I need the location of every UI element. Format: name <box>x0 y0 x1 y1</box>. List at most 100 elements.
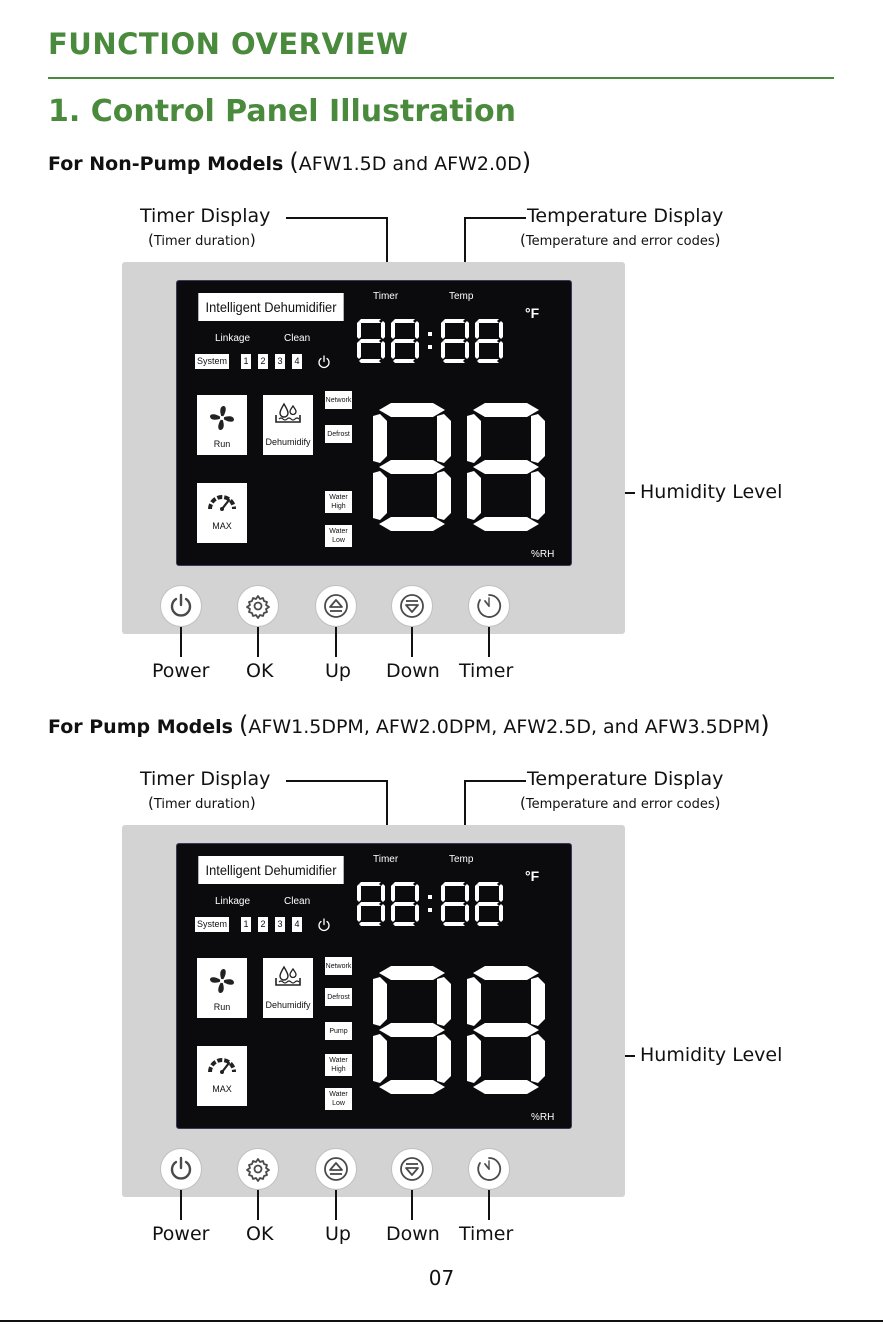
non_pump-lcd-rh: %RH <box>531 549 555 560</box>
non_pump-timer-temp-digits <box>357 319 503 363</box>
page-title: FUNCTION OVERVIEW <box>48 27 409 61</box>
non_pump-temp-display-sub: (Temperature and error codes) <box>520 231 721 249</box>
pump-subhead-models: AFW1.5DPM, AFW2.0DPM, AFW2.5D, and AFW3.… <box>248 716 761 738</box>
pump-timer-leader <box>488 1190 490 1220</box>
non_pump-dehumidify-label: Dehumidify <box>265 437 311 447</box>
pump-indicator-0: Network <box>325 957 352 975</box>
non_pump-humidity-label: Humidity Level <box>640 481 783 503</box>
pump-lcd-num-1: 1 <box>241 917 251 932</box>
non_pump-lcd-fahrenheit: °F <box>525 305 540 321</box>
page-bottom-rule <box>0 1320 883 1322</box>
pump-temp-display-label: Temperature Display <box>527 768 724 790</box>
non_pump-timer-button[interactable] <box>468 585 510 627</box>
non_pump-up-label: Up <box>325 660 351 682</box>
pump-lcd-title: Intelligent Dehumidifier <box>198 856 344 884</box>
non_pump-max-label: MAX <box>212 521 232 531</box>
pump-lcd-num-4: 4 <box>292 917 302 932</box>
non_pump-dehumidify-tile: Dehumidify <box>263 395 313 455</box>
non_pump-power-button[interactable] <box>160 585 202 627</box>
non_pump-humidity-digits <box>373 403 545 531</box>
pump-up-button[interactable] <box>315 1148 357 1190</box>
non_pump-max-tile: MAX <box>197 483 247 543</box>
pump-timer-button[interactable] <box>468 1148 510 1190</box>
pump-lcd-num-3: 3 <box>275 917 285 932</box>
non_pump-temp-leader-h <box>464 217 526 219</box>
pump-down-leader <box>411 1190 413 1220</box>
pump-timer-display-label: Timer Display <box>140 768 271 790</box>
pump-ok-leader <box>257 1190 259 1220</box>
non_pump-power-leader <box>180 627 182 657</box>
pump-power-label: Power <box>152 1223 210 1245</box>
non_pump-up-leader <box>335 627 337 657</box>
pump-run-label: Run <box>213 1002 231 1012</box>
non_pump-indicator-0: Network <box>325 391 352 409</box>
non_pump-lcd-num-1: 1 <box>241 354 251 369</box>
non_pump-lcd-title: Intelligent Dehumidifier <box>198 293 344 321</box>
pump-lcd-rh: %RH <box>531 1112 555 1123</box>
pump-timer-temp-digits <box>357 882 503 926</box>
pump-subhead-title: For Pump Models <box>48 716 233 738</box>
non_pump-ok-button[interactable] <box>237 585 279 627</box>
non_pump-down-label: Down <box>386 660 440 682</box>
pump-subhead: For Pump Models (AFW1.5DPM, AFW2.0DPM, A… <box>48 711 770 739</box>
non_pump-subhead-models: AFW1.5D and AFW2.0D <box>298 153 522 175</box>
non_pump-up-button[interactable] <box>315 585 357 627</box>
pump-down-label: Down <box>386 1223 440 1245</box>
pump-dehumidify-label: Dehumidify <box>265 1000 311 1010</box>
section-title: 1. Control Panel Illustration <box>48 94 516 129</box>
pump-lcd-screen: Intelligent Dehumidifier Timer Temp °F Linka… <box>176 843 572 1129</box>
pump-lcd-temp-label: Temp <box>449 854 474 865</box>
non_pump-ok-leader <box>257 627 259 657</box>
pump-down-button[interactable] <box>391 1148 433 1190</box>
pump-lcd-linkage: Linkage <box>215 896 251 907</box>
pump-lcd-timer-label: Timer <box>373 854 399 865</box>
non_pump-lcd-num-2: 2 <box>258 354 268 369</box>
non_pump-timer-display-sub: (Timer duration) <box>148 231 256 249</box>
non_pump-lcd-temp-label: Temp <box>449 291 474 302</box>
pump-temp-display-sub: (Temperature and error codes) <box>520 794 721 812</box>
non_pump-lcd-num-4: 4 <box>292 354 302 369</box>
pump-dehumidify-tile: Dehumidify <box>263 958 313 1018</box>
pump-timer-leader-h <box>286 780 387 782</box>
pump-timer-label: Timer <box>459 1223 514 1245</box>
non_pump-run-tile: Run <box>197 395 247 455</box>
non_pump-timer-leader-h <box>286 217 387 219</box>
non_pump-timer-leader <box>488 627 490 657</box>
non_pump-subhead-title: For Non-Pump Models <box>48 153 284 175</box>
non_pump-timer-leader-v <box>386 217 388 277</box>
pump-lcd-num-2: 2 <box>258 917 268 932</box>
title-divider <box>48 77 834 79</box>
pump-temp-leader-v <box>464 780 466 840</box>
non_pump-lcd-linkage: Linkage <box>215 333 251 344</box>
non_pump-subhead: For Non-Pump Models (AFW1.5D and AFW2.0D… <box>48 148 532 176</box>
non_pump-timer-label: Timer <box>459 660 514 682</box>
pump-humidity-digits <box>373 966 545 1094</box>
pump-timer-leader-v <box>386 780 388 840</box>
pump-ok-button[interactable] <box>237 1148 279 1190</box>
non_pump-power-label: Power <box>152 660 210 682</box>
pump-timer-display-sub: (Timer duration) <box>148 794 256 812</box>
non_pump-ok-label: OK <box>246 660 274 682</box>
pump-lcd-system: System <box>195 917 229 932</box>
pump-temp-leader-h <box>464 780 526 782</box>
pump-lcd-clean: Clean <box>284 896 311 907</box>
non_pump-lcd-num-3: 3 <box>275 354 285 369</box>
pump-up-label: Up <box>325 1223 351 1245</box>
pump-run-tile: Run <box>197 958 247 1018</box>
pump-power-button[interactable] <box>160 1148 202 1190</box>
non_pump-timer-display-label: Timer Display <box>140 205 271 227</box>
pump-humidity-label: Humidity Level <box>640 1044 783 1066</box>
pump-indicator-1: Defrost <box>325 988 352 1006</box>
non_pump-temp-leader-v <box>464 217 466 277</box>
non_pump-run-label: Run <box>213 439 231 449</box>
non_pump-down-button[interactable] <box>391 585 433 627</box>
pump-section: For Pump Models (AFW1.5DPM, AFW2.0DPM, A… <box>0 563 883 1245</box>
non_pump-temp-display-label: Temperature Display <box>527 205 724 227</box>
pump-lcd-fahrenheit: °F <box>525 868 540 884</box>
pump-max-tile: MAX <box>197 1046 247 1106</box>
